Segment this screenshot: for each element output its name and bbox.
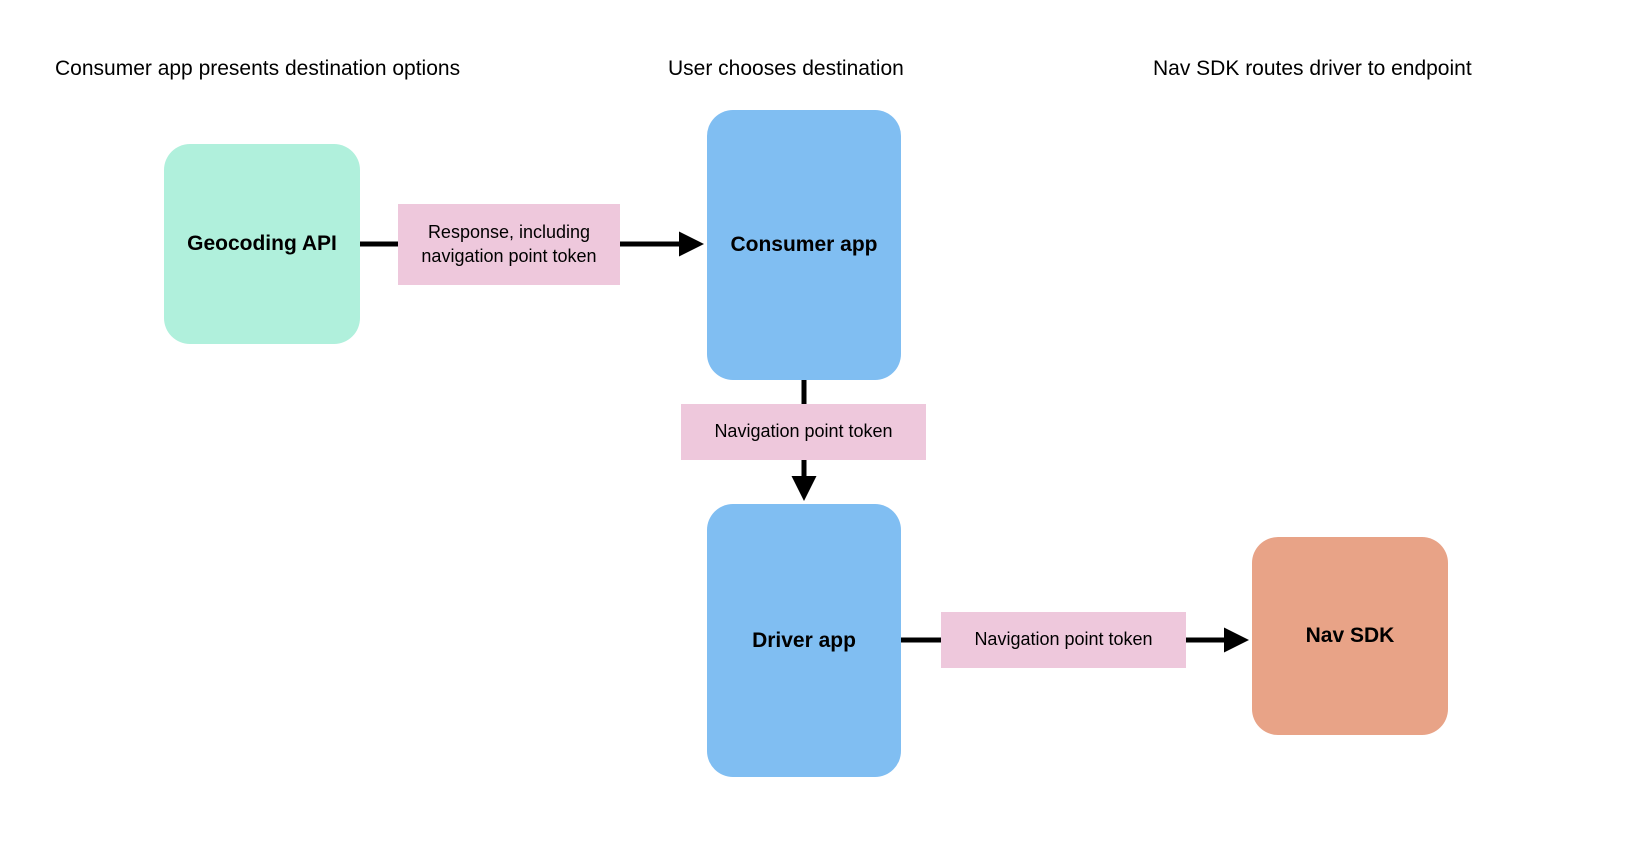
node-driver-app-label: Driver app [752, 628, 856, 652]
edge-label-response-text: Response, including navigation point tok… [421, 221, 597, 266]
column-header-nav-sdk: Nav SDK routes driver to endpoint [1153, 57, 1472, 80]
edge-label-nav-token-vertical-text: Navigation point token [714, 421, 893, 442]
node-consumer-app-label: Consumer app [730, 233, 878, 256]
column-header-user-choice: User chooses destination [668, 57, 904, 80]
column-header-consumer: Consumer app presents destination option… [55, 57, 461, 80]
edge-label-response-including-navigation-point-token: Response, including navigation point tok… [398, 204, 620, 285]
node-nav-sdk-label: Nav SDK [1305, 624, 1395, 647]
node-nav-sdk[interactable]: Nav SDK [1252, 537, 1448, 735]
edge-label-navigation-point-token-horizontal: Navigation point token [941, 612, 1186, 668]
node-consumer-app[interactable]: Consumer app [707, 110, 901, 380]
node-geocoding-api[interactable]: Geocoding API [164, 144, 360, 344]
edge-label-nav-token-horizontal-text: Navigation point token [974, 629, 1153, 650]
edge-label-navigation-point-token-vertical: Navigation point token [681, 404, 926, 460]
node-driver-app[interactable]: Driver app [707, 504, 901, 777]
node-geocoding-api-label: Geocoding API [187, 232, 337, 255]
